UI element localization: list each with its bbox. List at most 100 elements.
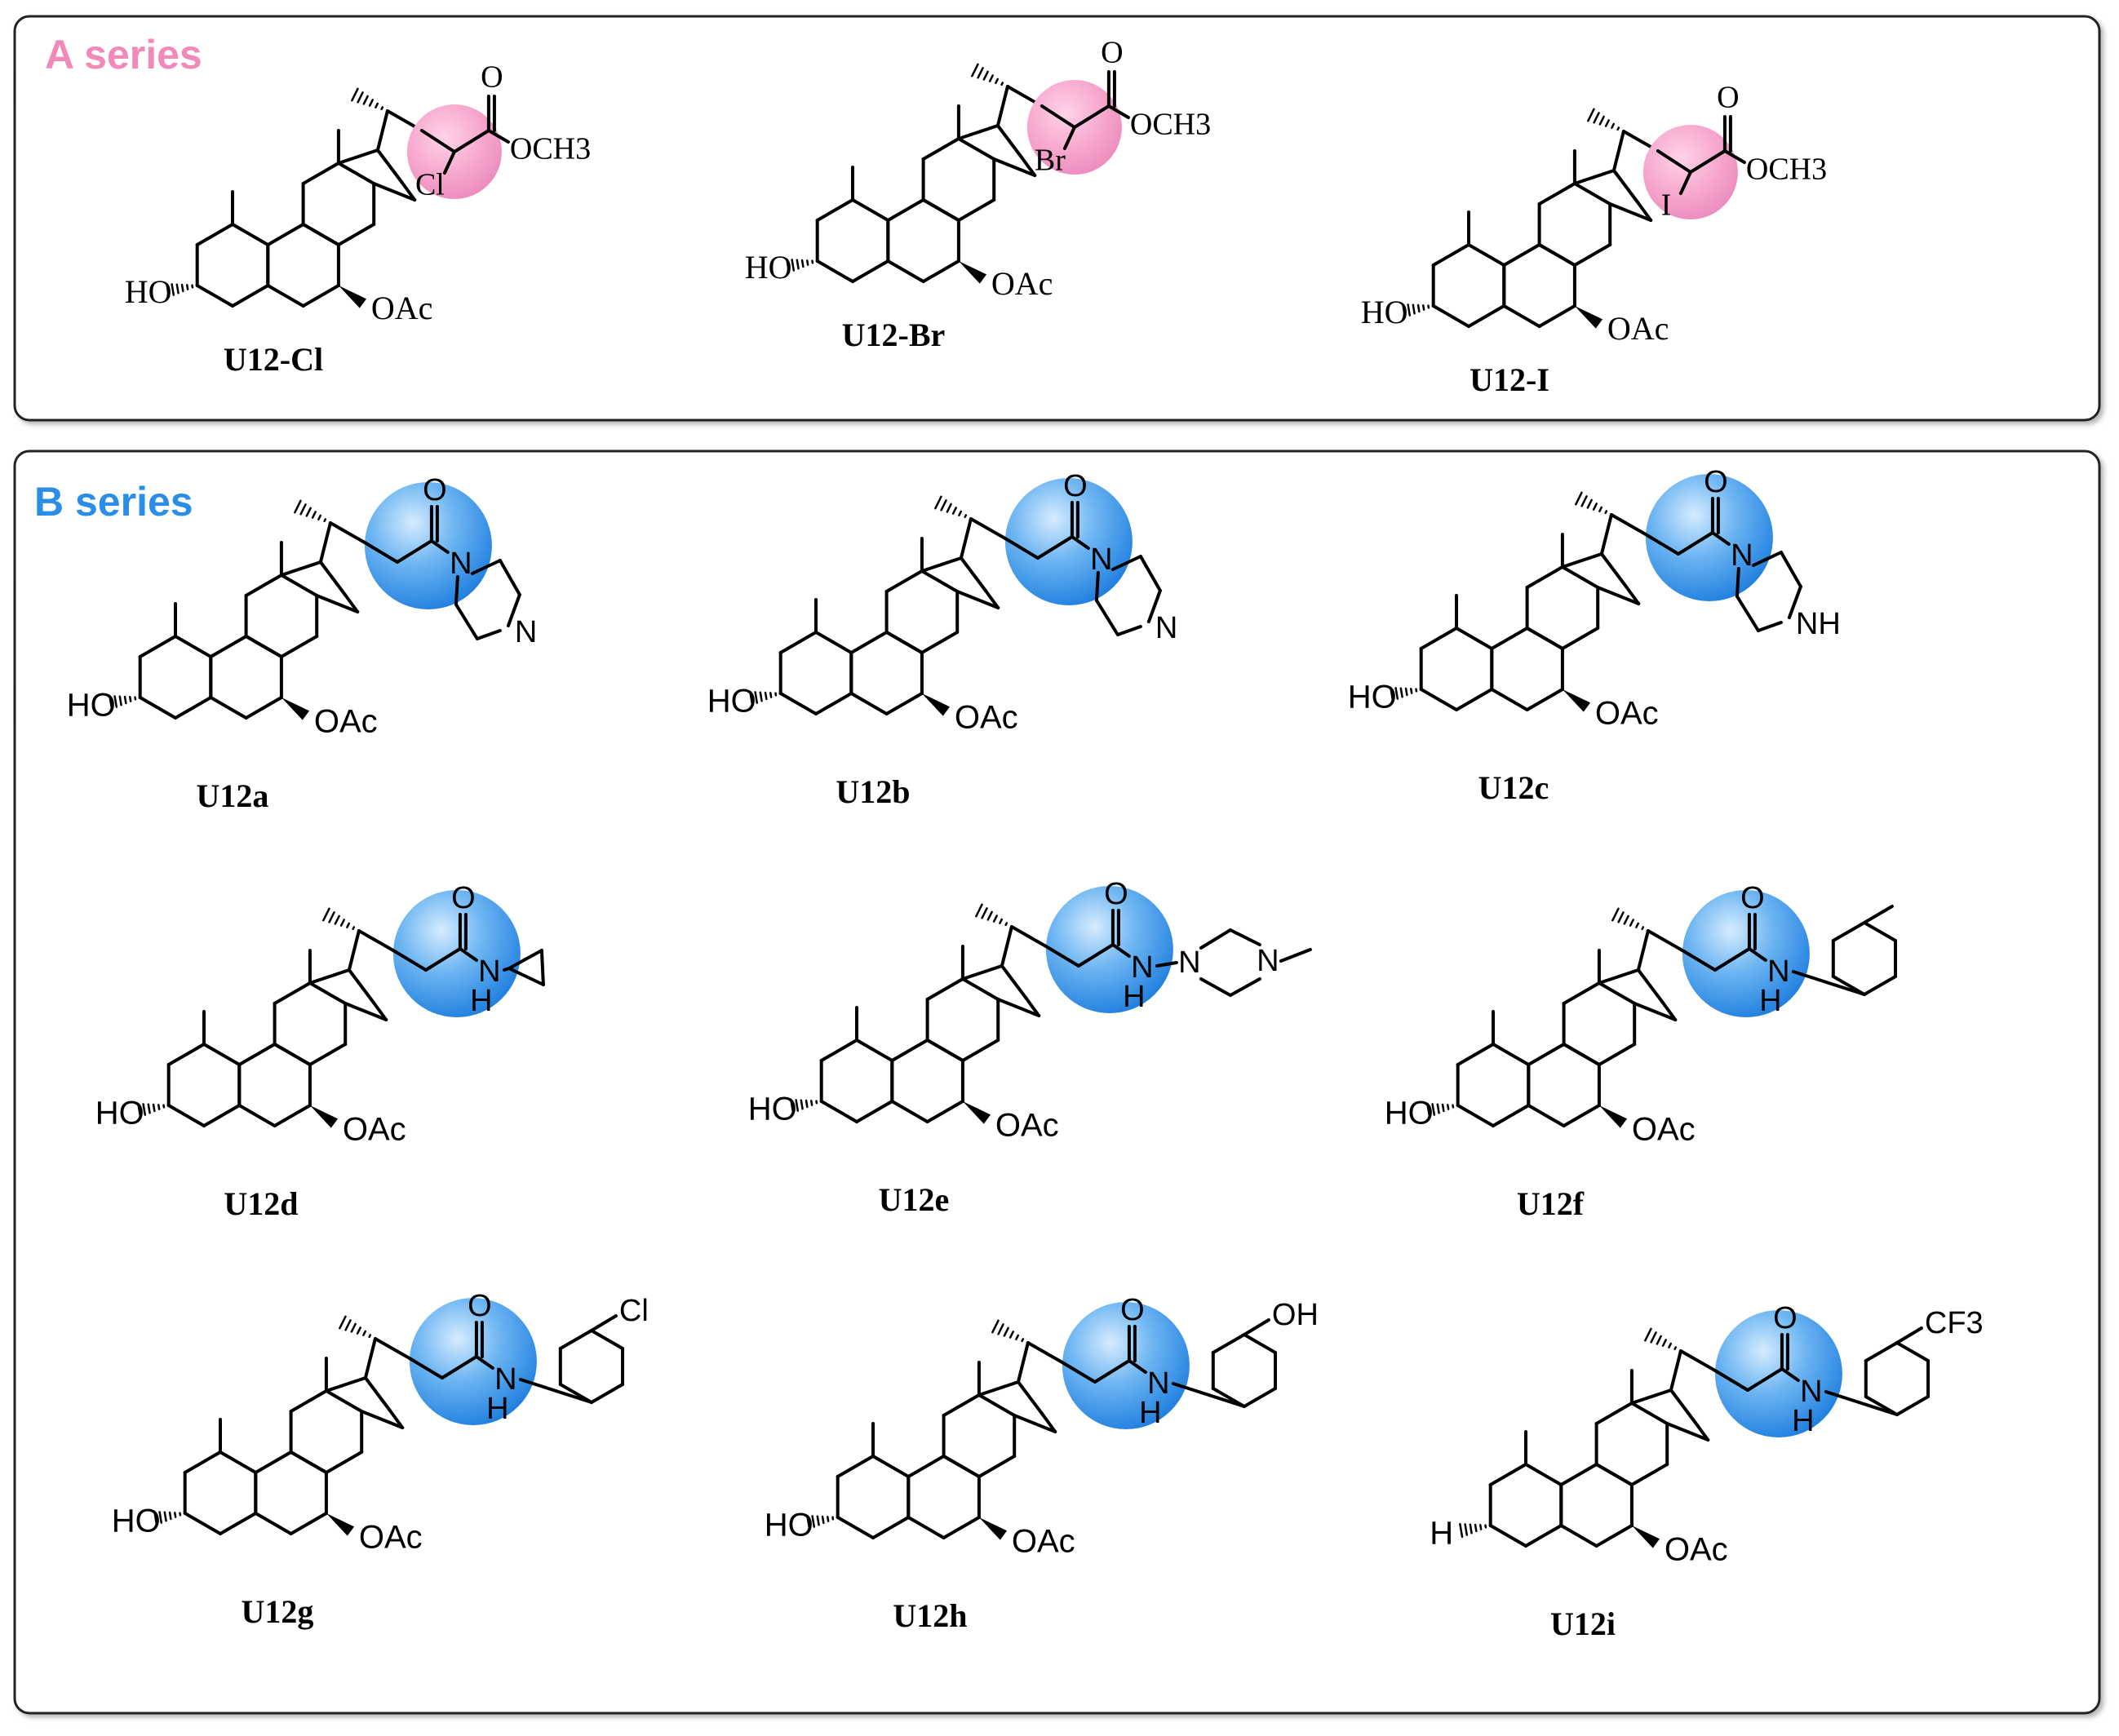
panel-a-title: A series: [45, 32, 202, 78]
U12b-hydroxy: HO: [707, 684, 756, 720]
carbonyl-oxygen: O: [1063, 469, 1088, 503]
U12-Cl-hydroxy: HO: [125, 273, 172, 310]
compound-label: U12-Br: [842, 317, 946, 353]
hydrazine-nitrogen: N: [1178, 946, 1200, 980]
compound-u12f: HO OAc O NH U12f: [1385, 881, 1898, 1222]
compound-label: U12a: [197, 777, 269, 814]
amide-nitrogen: N: [478, 954, 500, 989]
U12a-hydroxy: HO: [67, 688, 116, 724]
carbonyl-oxygen: O: [1740, 881, 1765, 915]
carbonyl-oxygen: O: [1704, 465, 1728, 499]
compound-u12d: HO OAc O NH U12d: [95, 881, 545, 1222]
compound-label: U12-Cl: [224, 341, 323, 378]
compound-label: U12-I: [1470, 361, 1549, 398]
compound-label: U12h: [893, 1597, 967, 1634]
amide-nitrogen: N: [1731, 538, 1753, 573]
compound-label: U12i: [1550, 1605, 1616, 1642]
amide-hydrogen: H: [1139, 1396, 1161, 1430]
highlight-circle: [1714, 1310, 1842, 1437]
compound-u12c: HO OAc O N NH U12c: [1348, 465, 1841, 806]
U12f-acetate: OAc: [1632, 1112, 1696, 1148]
U12i-acetate: OAc: [1665, 1532, 1728, 1568]
U12d-hydroxy: HO: [95, 1096, 144, 1132]
aryl-substituent: Cl: [619, 1294, 649, 1328]
carbonyl-oxygen: O: [1104, 877, 1128, 911]
U12e-hydroxy: HO: [748, 1092, 797, 1127]
panel-b-title: B series: [34, 479, 193, 525]
compound-label: U12g: [242, 1593, 314, 1630]
panel-b-frame: [13, 450, 2101, 1715]
compound-u12a: HO OAc O N N U12a: [67, 473, 538, 814]
U12b-acetate: OAc: [955, 700, 1018, 736]
highlight-circle: [364, 482, 492, 609]
highlight-circle: [1062, 1302, 1190, 1429]
highlight-circle: [409, 1298, 537, 1425]
carbonyl-oxygen: O: [1717, 81, 1739, 115]
U12-Cl-methyl-ester: OCH3: [510, 132, 591, 166]
piperazine-nitrogen: NH: [1796, 607, 1841, 641]
compound-label: U12d: [224, 1185, 298, 1222]
amide-nitrogen: N: [494, 1362, 516, 1397]
U12c-acetate: OAc: [1595, 696, 1659, 732]
highlight-circle: [392, 890, 521, 1017]
U12-I-hydroxy: HO: [1361, 294, 1408, 330]
amide-hydrogen: H: [1759, 984, 1781, 1018]
U12c-hydroxy: HO: [1348, 680, 1397, 715]
U12-Cl-acetate: OAc: [371, 290, 433, 326]
U12g-hydroxy: HO: [112, 1504, 161, 1539]
U12-Br-halogen: Br: [1035, 144, 1066, 178]
U12f-hydroxy: HO: [1385, 1096, 1434, 1132]
highlight-circle: [1645, 474, 1773, 601]
highlight-circle: [1004, 478, 1133, 605]
aryl-substituent: OH: [1272, 1298, 1319, 1332]
amide-hydrogen: H: [486, 1392, 508, 1426]
carbonyl-oxygen: O: [1773, 1301, 1798, 1335]
carbonyl-oxygen: O: [423, 473, 447, 507]
compound-u12b: HO OAc O N N U12b: [707, 469, 1178, 810]
U12e-acetate: OAc: [995, 1108, 1059, 1144]
amide-nitrogen: N: [1090, 542, 1112, 577]
amide-nitrogen: N: [1147, 1366, 1169, 1401]
piperazine-nitrogen: N: [1257, 944, 1279, 978]
compound-label: U12b: [836, 773, 910, 810]
carbonyl-oxygen: O: [1101, 36, 1123, 70]
piperazine-nitrogen: N: [515, 615, 537, 649]
U12-Br-acetate: OAc: [991, 265, 1053, 302]
highlight-circle: [1682, 890, 1810, 1017]
U12-Cl-halogen: Cl: [415, 168, 445, 202]
panel-a-frame: [13, 15, 2101, 422]
compound-label: U12e: [879, 1181, 950, 1218]
carbonyl-oxygen: O: [451, 881, 476, 915]
amide-hydrogen: H: [470, 984, 492, 1018]
aryl-substituent: CF3: [1925, 1306, 1984, 1340]
U12i-hydroxy: H: [1430, 1516, 1453, 1552]
carbonyl-oxygen: O: [468, 1289, 492, 1323]
U12d-acetate: OAc: [343, 1112, 406, 1148]
U12h-hydroxy: HO: [765, 1508, 813, 1543]
U12-I-acetate: OAc: [1607, 310, 1669, 347]
U12-I-halogen: I: [1661, 188, 1672, 223]
compound-label: U12c: [1478, 769, 1549, 806]
U12h-acetate: OAc: [1012, 1524, 1075, 1560]
amide-nitrogen: N: [1800, 1375, 1822, 1409]
piperazine-nitrogen: N: [1155, 611, 1177, 645]
U12a-acetate: OAc: [314, 704, 378, 740]
compound-u12h: HO OAc O NH OH U12h: [765, 1293, 1319, 1634]
U12-Br-hydroxy: HO: [745, 249, 792, 286]
carbonyl-oxygen: O: [1120, 1293, 1145, 1327]
amide-nitrogen: N: [1767, 954, 1789, 989]
amide-hydrogen: H: [1123, 980, 1145, 1014]
compound-label: U12f: [1517, 1185, 1585, 1222]
highlight-circle: [1045, 886, 1173, 1013]
U12-Br-methyl-ester: OCH3: [1130, 108, 1211, 142]
amide-nitrogen: N: [450, 547, 472, 581]
U12-I-methyl-ester: OCH3: [1746, 153, 1827, 187]
